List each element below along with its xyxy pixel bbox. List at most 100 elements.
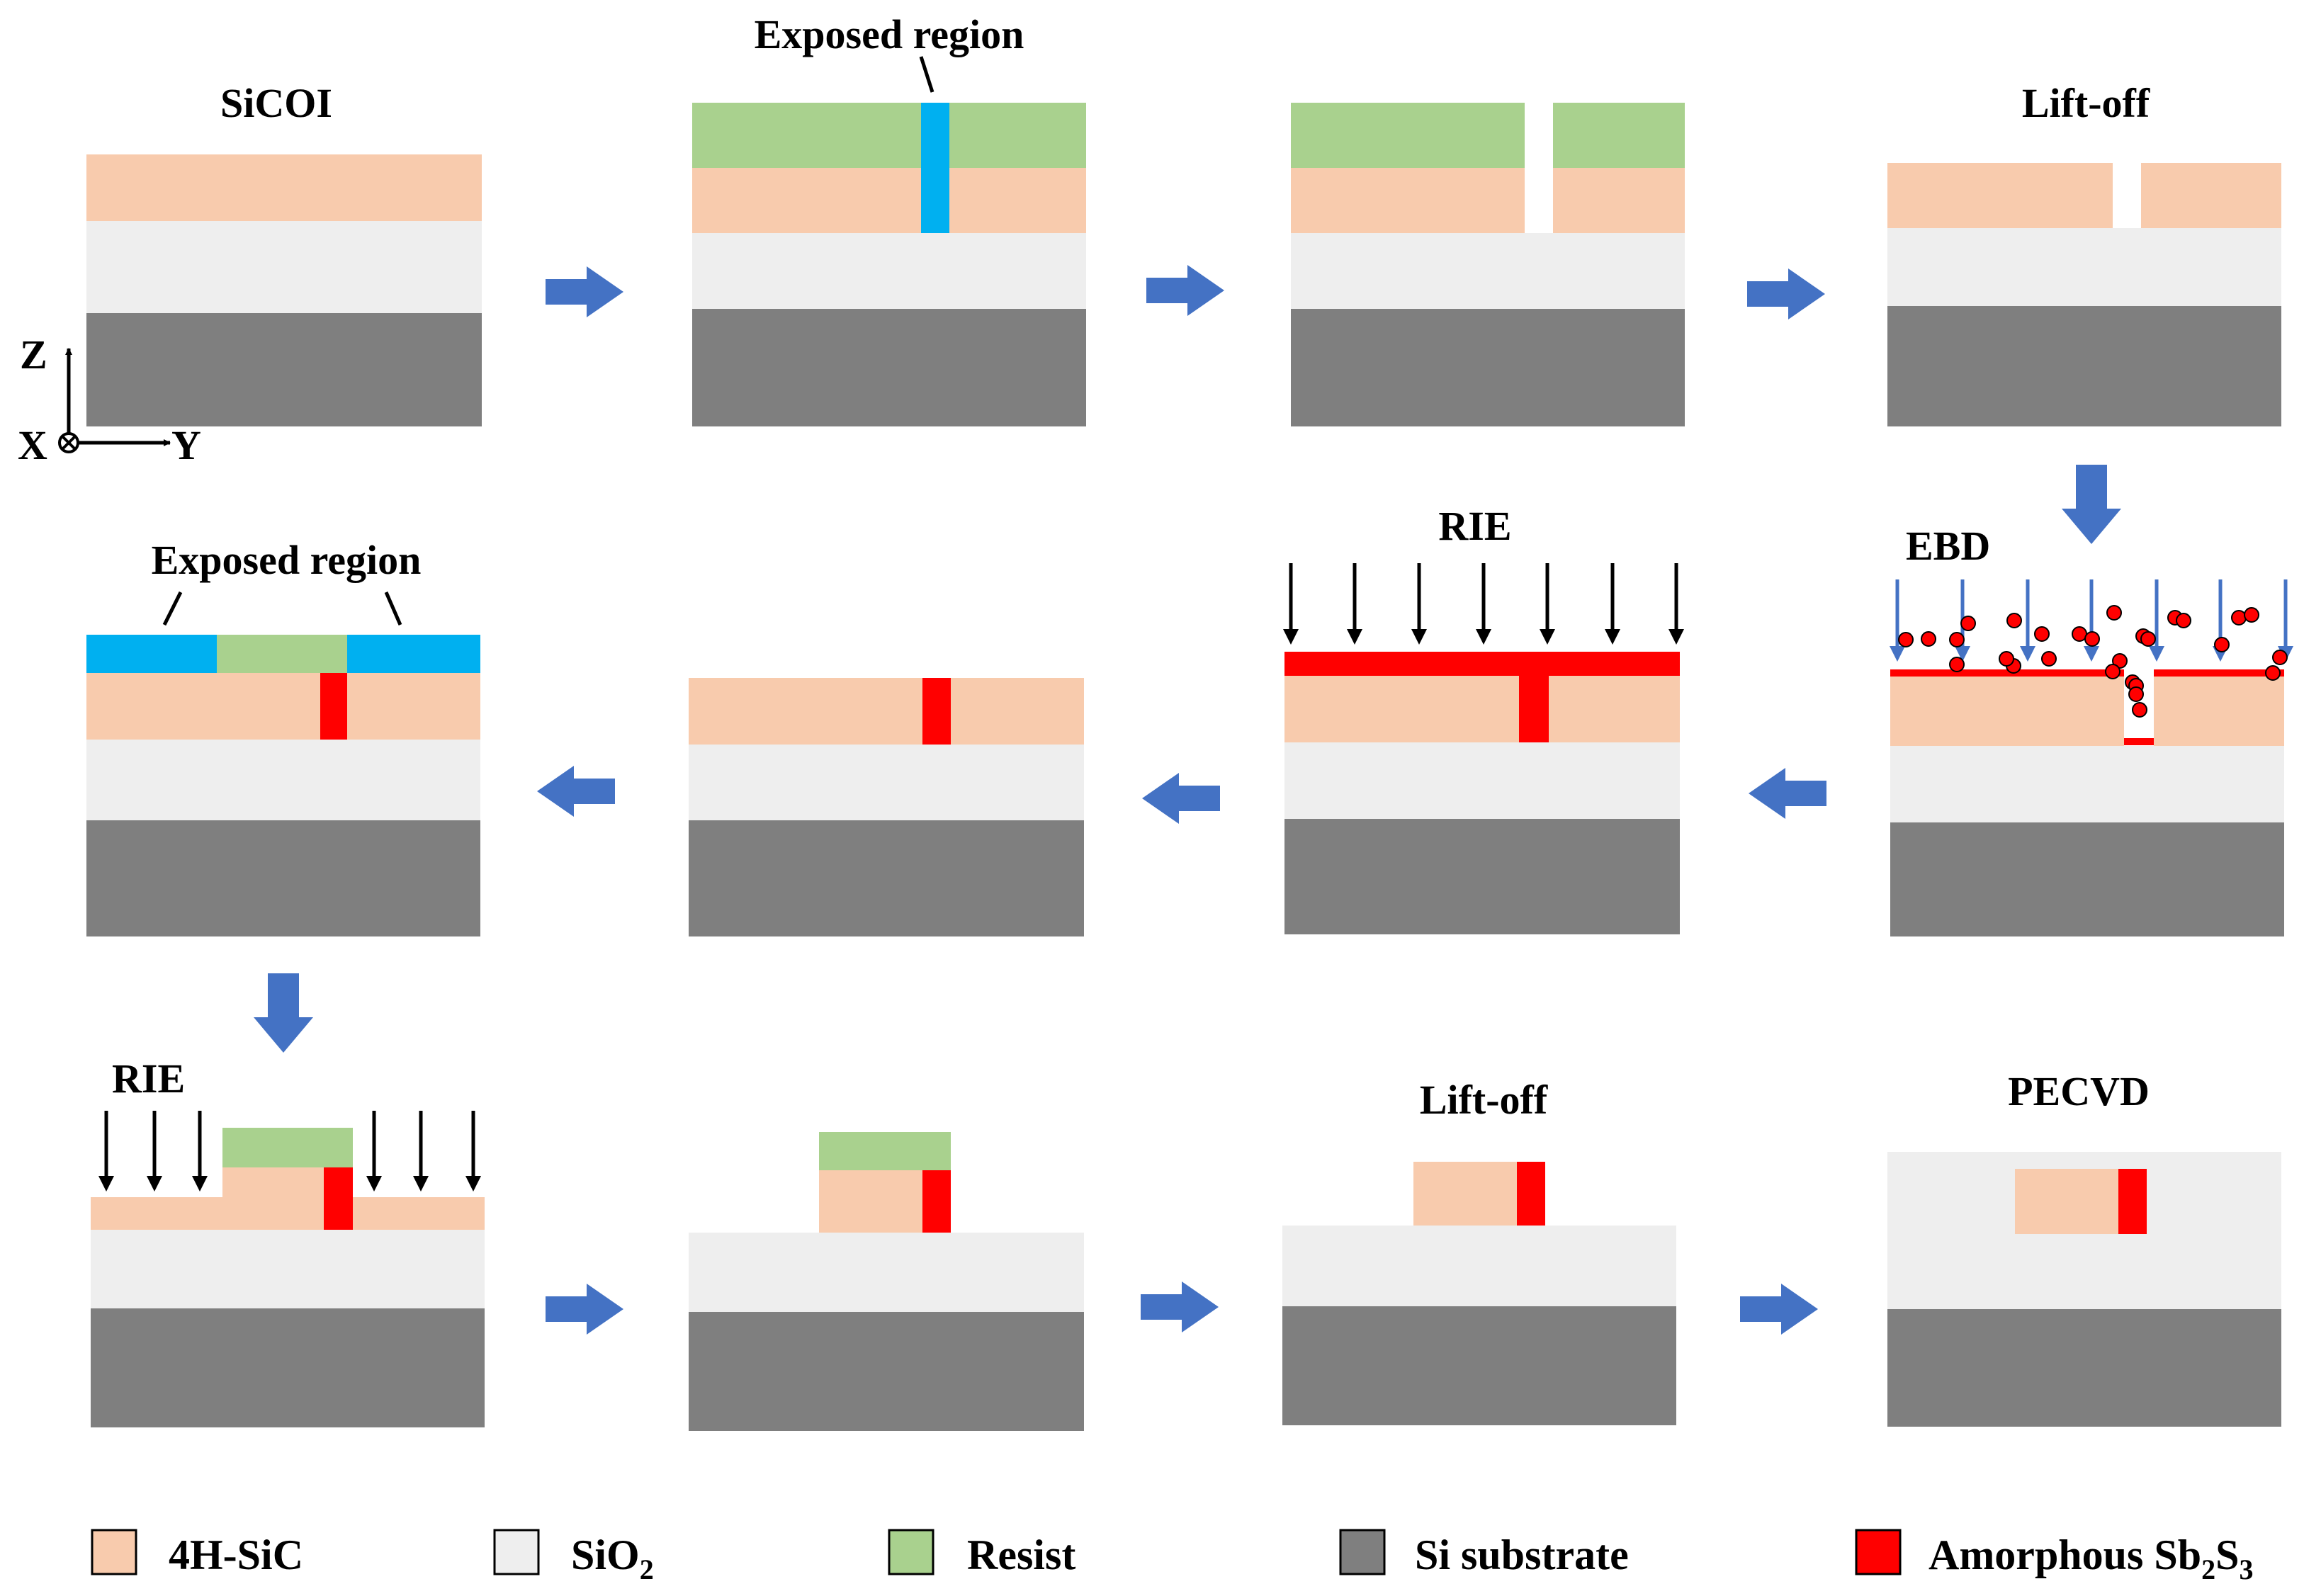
sio2-layer xyxy=(1291,233,1685,309)
deposition-particle xyxy=(2106,605,2122,621)
stage-label-exposed-region-1: Exposed region xyxy=(755,11,1024,57)
deposition-arrow xyxy=(2084,579,2099,662)
legend-swatch xyxy=(1855,1529,1902,1575)
stage-label-rie-2: RIE xyxy=(112,1055,185,1102)
deposition-particle xyxy=(2105,664,2121,679)
legend-item-amorphous-sb2s3: Amorphous Sb2S3 xyxy=(1855,1529,2254,1585)
deposition-particle xyxy=(2112,653,2128,669)
deposition-particle xyxy=(2244,607,2259,623)
legend-swatch xyxy=(888,1529,934,1575)
sio2-layer xyxy=(689,1233,1084,1312)
deposition-arrow xyxy=(2278,579,2293,662)
deposition-particle xyxy=(2265,665,2281,681)
stage-ebd: EBD xyxy=(1890,523,2293,936)
y-axis-label: Y xyxy=(171,422,201,468)
exposed-region-left xyxy=(86,635,217,673)
etch-arrow xyxy=(1411,563,1427,645)
sb2s3-deposit-right xyxy=(2154,669,2284,677)
sio2-layer xyxy=(91,1230,485,1308)
si-substrate-layer xyxy=(1282,1306,1676,1425)
etch-arrow xyxy=(1540,563,1555,645)
deposition-particle xyxy=(2006,613,2022,628)
resist-layer xyxy=(819,1132,951,1170)
process-arrow-right xyxy=(546,1284,623,1335)
sb2s3-fill xyxy=(1519,676,1549,742)
deposition-particle xyxy=(1949,657,1965,672)
legend-label: 4H-SiC xyxy=(169,1532,303,1578)
stage-label-rie-1: RIE xyxy=(1438,503,1511,549)
stage-label-ebd: EBD xyxy=(1906,523,1990,569)
legend-item-resist: Resist xyxy=(888,1529,1075,1578)
stage-label-pecvd: PECVD xyxy=(2008,1068,2150,1114)
legend-swatch xyxy=(1339,1529,1386,1575)
etch-arrow xyxy=(192,1111,208,1192)
stage-lift-off-2: Lift-off xyxy=(1282,1077,1676,1425)
etch-arrows xyxy=(98,1111,481,1192)
sio2-layer xyxy=(692,233,1086,309)
stage-rie-1: RIE xyxy=(1283,503,1684,934)
legend: 4H-SiC SiO2 Resist Si substrate Amorphou… xyxy=(91,1529,2254,1585)
si-substrate-layer xyxy=(1291,309,1685,426)
sic-layer-right xyxy=(1553,168,1685,233)
deposition-particle xyxy=(1949,632,1965,647)
exposed-region xyxy=(921,103,949,233)
resist-layer-right xyxy=(1553,103,1685,168)
legend-item-4h-sic: 4H-SiC xyxy=(91,1529,303,1578)
sic-layer-left xyxy=(1291,168,1525,233)
etch-arrow xyxy=(366,1111,382,1192)
resist-layer xyxy=(692,103,1086,168)
sic-layer-left xyxy=(1887,163,2113,228)
legend-label: Resist xyxy=(967,1532,1075,1578)
process-arrow-left xyxy=(1749,768,1826,819)
stage-lift-off-1: Lift-off xyxy=(1887,80,2281,426)
si-substrate-layer xyxy=(689,1312,1084,1431)
pointer-line xyxy=(162,591,183,626)
sb2s3-layer xyxy=(1284,652,1680,676)
deposition-arrow xyxy=(2149,579,2164,662)
stage-label-exposed-region-2: Exposed region xyxy=(152,537,422,583)
si-substrate-layer xyxy=(86,313,482,426)
deposition-particle xyxy=(2084,631,2100,647)
sic-layer xyxy=(86,154,482,221)
stage-sicoi: SiCOI xyxy=(86,80,482,426)
sb2s3-fill xyxy=(922,678,951,745)
etch-arrow xyxy=(465,1111,481,1192)
pointer-line xyxy=(919,56,934,93)
sic-layer-right xyxy=(2154,675,2284,746)
sio2-layer xyxy=(1282,1226,1676,1306)
etch-arrow xyxy=(413,1111,429,1192)
x-axis-label: X xyxy=(18,422,47,468)
etch-arrows xyxy=(1283,563,1684,645)
deposition-particle xyxy=(2214,637,2230,652)
sb2s3-fill xyxy=(2118,1169,2147,1234)
sb2s3-fill xyxy=(1517,1162,1545,1226)
sic-layer-right xyxy=(2141,163,2281,228)
sb2s3-fill xyxy=(922,1170,951,1233)
sic-layer-left xyxy=(1890,675,2124,746)
sic-layer xyxy=(1284,676,1680,742)
process-arrow-right xyxy=(1747,268,1825,319)
etch-arrow xyxy=(1347,563,1362,645)
si-substrate-layer xyxy=(1284,819,1680,934)
stage-development xyxy=(1291,103,1685,426)
process-arrow-right xyxy=(546,266,623,317)
deposition-particle xyxy=(2034,626,2050,642)
etch-arrow xyxy=(1668,563,1684,645)
sio2-layer xyxy=(86,740,480,820)
sio2-layer xyxy=(1890,746,2284,822)
si-substrate-layer xyxy=(692,309,1086,426)
deposition-particle xyxy=(2041,651,2057,667)
si-substrate-layer xyxy=(86,820,480,936)
sb2s3-fill xyxy=(320,673,347,740)
process-arrow-down xyxy=(254,973,313,1053)
deposition-particle xyxy=(2140,631,2156,647)
deposition-particle xyxy=(1999,651,2014,667)
legend-swatch xyxy=(91,1529,137,1575)
stage-label-lift-off-2: Lift-off xyxy=(1420,1077,1548,1123)
sio2-layer xyxy=(86,221,482,313)
sb2s3-deposit-left xyxy=(1890,669,2124,677)
deposition-particle xyxy=(2132,702,2147,718)
etch-arrow xyxy=(1605,563,1620,645)
legend-label: SiO2 xyxy=(571,1532,654,1585)
legend-item-sio2: SiO2 xyxy=(493,1529,654,1585)
